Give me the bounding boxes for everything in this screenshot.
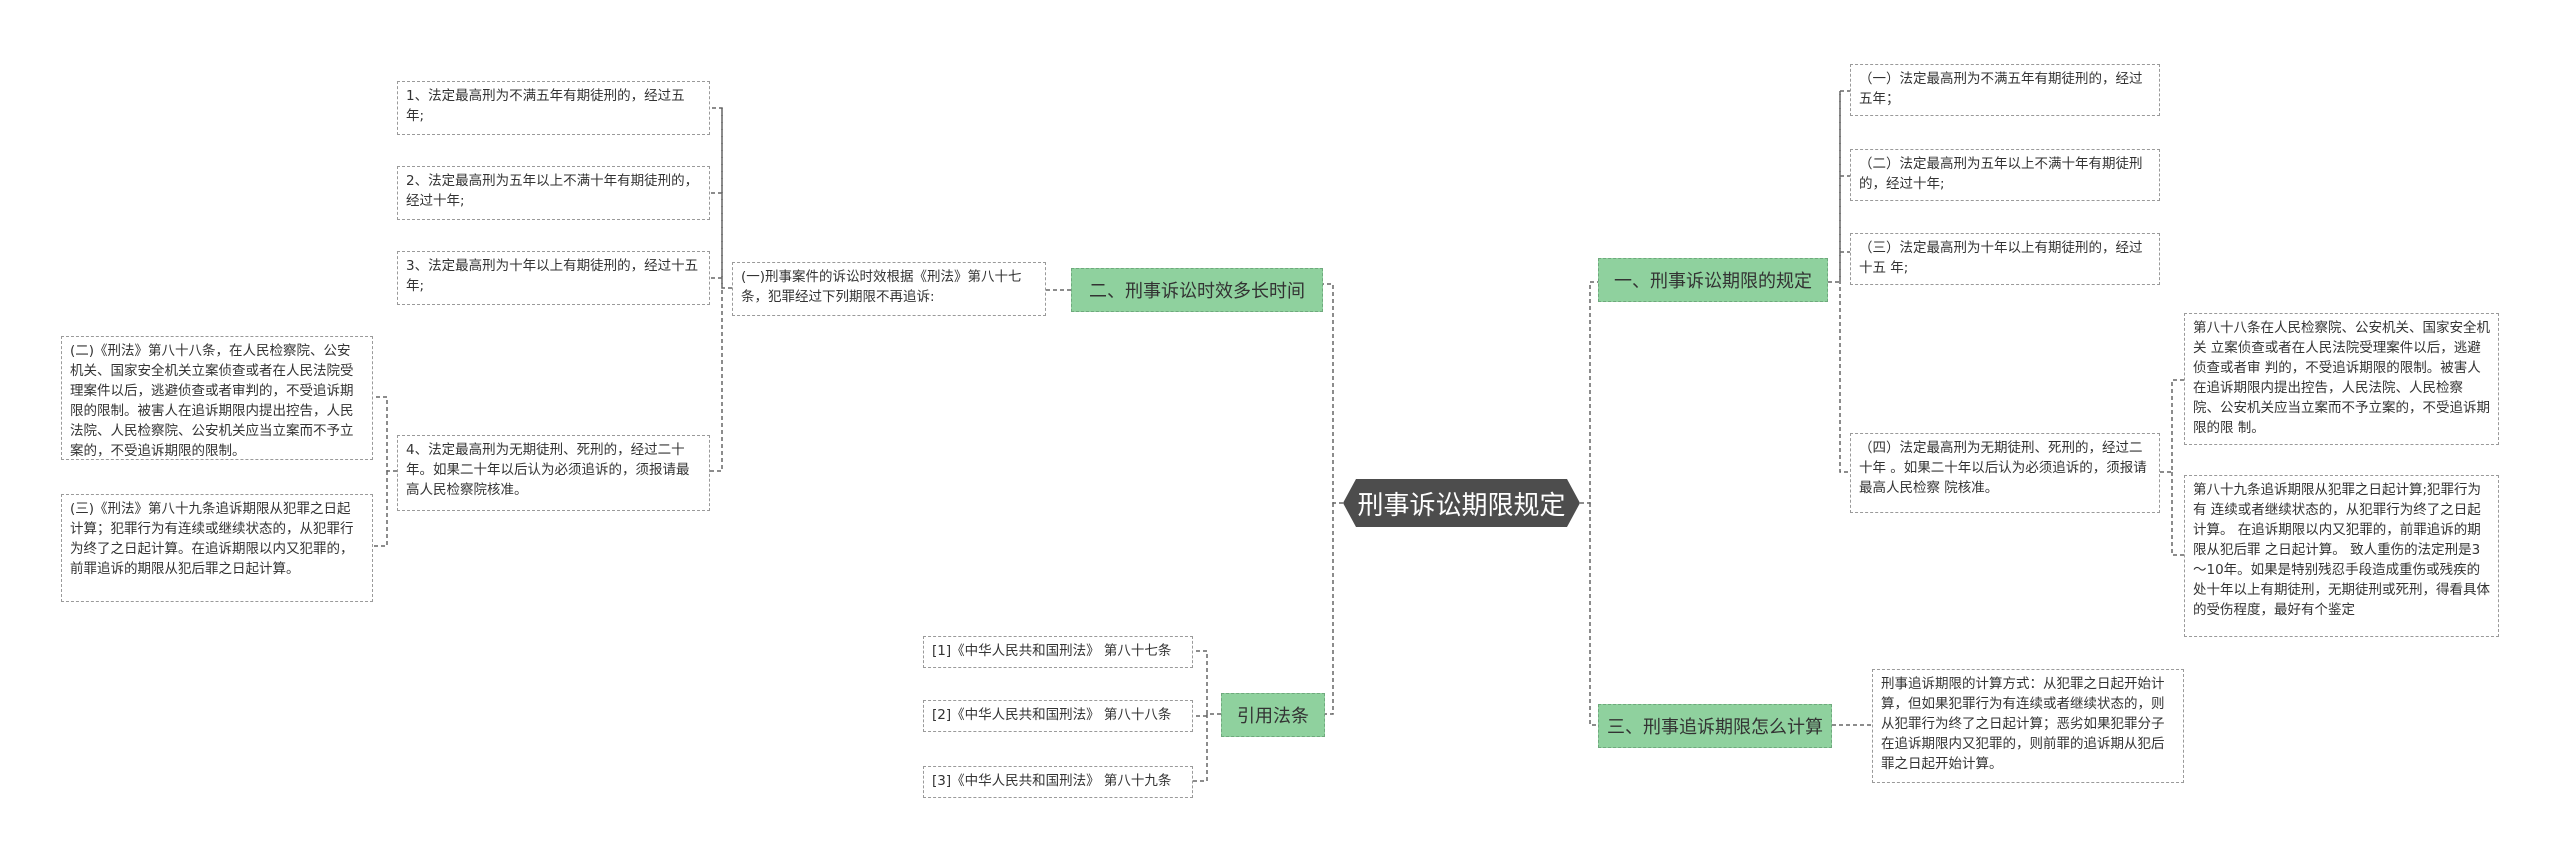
section-4-node[interactable]: 引用法条 — [1221, 693, 1325, 737]
section-2-node[interactable]: 二、刑事诉讼时效多长时间 — [1071, 268, 1323, 312]
s1-item-4[interactable]: （四）法定最高刑为无期徒刑、死刑的，经过二十年 。如果二十年以后认为必须追诉的，… — [1850, 433, 2160, 513]
s2-item-2[interactable]: 2、法定最高刑为五年以上不满十年有期徒刑的，经过十年; — [397, 166, 710, 220]
s1-item-1[interactable]: （一）法定最高刑为不满五年有期徒刑的，经过五年； — [1850, 64, 2160, 116]
section-1-node[interactable]: 一、刑事诉讼期限的规定 — [1598, 258, 1828, 302]
root-node[interactable]: 刑事诉讼期限规定 — [1343, 479, 1580, 527]
section-3-node[interactable]: 三、刑事追诉期限怎么计算 — [1598, 704, 1832, 748]
s1-item-2[interactable]: （二）法定最高刑为五年以上不满十年有期徒刑的，经过十年; — [1850, 149, 2160, 201]
s4-ref-1[interactable]: [1]《中华人民共和国刑法》 第八十七条 — [923, 636, 1193, 668]
s2-sub-article-89[interactable]: (三)《刑法》第八十九条追诉期限从犯罪之日起计算；犯罪行为有连续或继续状态的，从… — [61, 494, 373, 602]
s3-item[interactable]: 刑事追诉期限的计算方式：从犯罪之日起开始计算，但如果犯罪行为有连续或者继续状态的… — [1872, 669, 2184, 783]
s2-sub-article-88[interactable]: (二)《刑法》第八十八条，在人民检察院、公安机关、国家安全机关立案侦查或者在人民… — [61, 336, 373, 460]
s1-item-3[interactable]: （三）法定最高刑为十年以上有期徒刑的，经过十五 年; — [1850, 233, 2160, 285]
s4-ref-2[interactable]: [2]《中华人民共和国刑法》 第八十八条 — [923, 700, 1193, 732]
s2-intro[interactable]: (一)刑事案件的诉讼时效根据《刑法》第八十七条，犯罪经过下列期限不再追诉: — [732, 262, 1046, 316]
s2-item-4[interactable]: 4、法定最高刑为无期徒刑、死刑的，经过二十年。如果二十年以后认为必须追诉的，须报… — [397, 435, 710, 511]
s2-item-1[interactable]: 1、法定最高刑为不满五年有期徒刑的，经过五年; — [397, 81, 710, 135]
s4-ref-3[interactable]: [3]《中华人民共和国刑法》 第八十九条 — [923, 766, 1193, 798]
s1-sub-article-89[interactable]: 第八十九条追诉期限从犯罪之日起计算;犯罪行为有 连续或者继续状态的，从犯罪行为终… — [2184, 475, 2499, 637]
s1-sub-article-88[interactable]: 第八十八条在人民检察院、公安机关、国家安全机关 立案侦查或者在人民法院受理案件以… — [2184, 313, 2499, 445]
s2-item-3[interactable]: 3、法定最高刑为十年以上有期徒刑的，经过十五年; — [397, 251, 710, 305]
